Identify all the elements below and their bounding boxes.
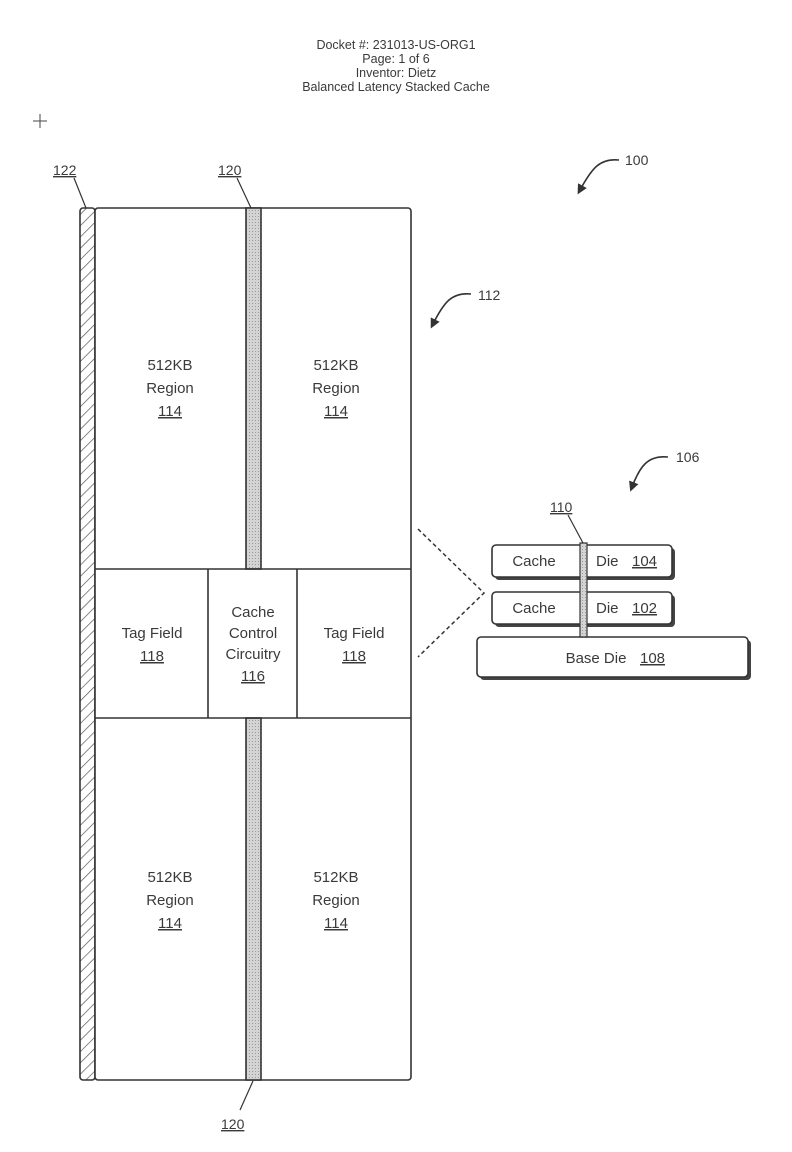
svg-text:116: 116	[241, 668, 265, 685]
svg-text:Cache: Cache	[231, 604, 274, 621]
svg-text:114: 114	[324, 403, 348, 420]
svg-text:512KB: 512KB	[147, 357, 192, 374]
ref-110-callout: 110	[550, 499, 584, 544]
svg-text:Tag Field: Tag Field	[324, 625, 385, 642]
ref-112-label: 112	[478, 287, 501, 303]
ref-120-top-callout: 120	[218, 162, 252, 209]
ref-122-label: 122	[53, 162, 77, 178]
svg-text:104: 104	[632, 553, 657, 570]
docket-number: Docket #: 231013-US-ORG1	[316, 38, 476, 52]
tsv-strip-top	[245, 207, 262, 570]
document-title: Balanced Latency Stacked Cache	[302, 80, 490, 94]
svg-text:114: 114	[158, 915, 182, 932]
svg-text:512KB: 512KB	[147, 869, 192, 886]
ref-122-callout: 122	[53, 162, 87, 209]
svg-text:Region: Region	[146, 892, 194, 909]
cache-die-layout: 512KB Region 114 512KB Region 114 512KB …	[79, 207, 412, 1081]
tsv-strip-bottom	[245, 717, 262, 1081]
svg-text:Region: Region	[312, 892, 360, 909]
region-bottom-right: 512KB Region 114	[312, 869, 360, 932]
region-top-right: 512KB Region 114	[312, 357, 360, 420]
page-header: Docket #: 231013-US-ORG1 Page: 1 of 6 In…	[0, 38, 792, 94]
ref-100-callout: 100	[577, 152, 649, 195]
ref-106-label: 106	[676, 449, 700, 465]
svg-text:512KB: 512KB	[313, 357, 358, 374]
ref-100-label: 100	[625, 152, 649, 168]
svg-text:118: 118	[342, 648, 366, 665]
svg-text:102: 102	[632, 600, 657, 617]
svg-text:Region: Region	[312, 380, 360, 397]
svg-text:Cache: Cache	[512, 600, 555, 617]
svg-text:114: 114	[324, 915, 348, 932]
ref-106-callout: 106	[629, 449, 700, 492]
base-die-108: Base Die 108	[476, 636, 751, 680]
cache-control-circuitry: Cache Control Circuitry 116	[226, 604, 281, 685]
svg-text:108: 108	[640, 650, 665, 667]
page-number: Page: 1 of 6	[362, 52, 430, 66]
svg-text:Base Die: Base Die	[566, 650, 627, 667]
inventor: Inventor: Dietz	[355, 66, 437, 80]
tag-field-right: Tag Field 118	[324, 625, 385, 665]
svg-text:Cache: Cache	[512, 553, 555, 570]
hatched-strip-122	[79, 207, 96, 1081]
zoom-indicator-lines	[417, 528, 486, 658]
svg-text:512KB: 512KB	[313, 869, 358, 886]
svg-text:Control: Control	[229, 625, 277, 642]
svg-text:Die: Die	[596, 553, 619, 570]
ref-120-bottom-label: 120	[221, 1116, 245, 1132]
tsv-110	[579, 542, 588, 638]
ref-110-label: 110	[550, 499, 573, 515]
tag-field-left: Tag Field 118	[122, 625, 183, 665]
svg-text:118: 118	[140, 648, 164, 665]
ref-120-top-label: 120	[218, 162, 242, 178]
svg-text:Circuitry: Circuitry	[226, 646, 281, 663]
ref-112-callout: 112	[430, 287, 501, 329]
ref-120-bottom-callout: 120	[221, 1080, 254, 1132]
region-top-left: 512KB Region 114	[146, 357, 194, 420]
die-stack: Cache Die 104 Cache Die 102 Base Die 108…	[476, 499, 751, 680]
svg-text:114: 114	[158, 403, 182, 420]
region-bottom-left: 512KB Region 114	[146, 869, 194, 932]
registration-mark-icon	[33, 114, 47, 128]
svg-text:Die: Die	[596, 600, 619, 617]
svg-text:Region: Region	[146, 380, 194, 397]
svg-text:Tag Field: Tag Field	[122, 625, 183, 642]
